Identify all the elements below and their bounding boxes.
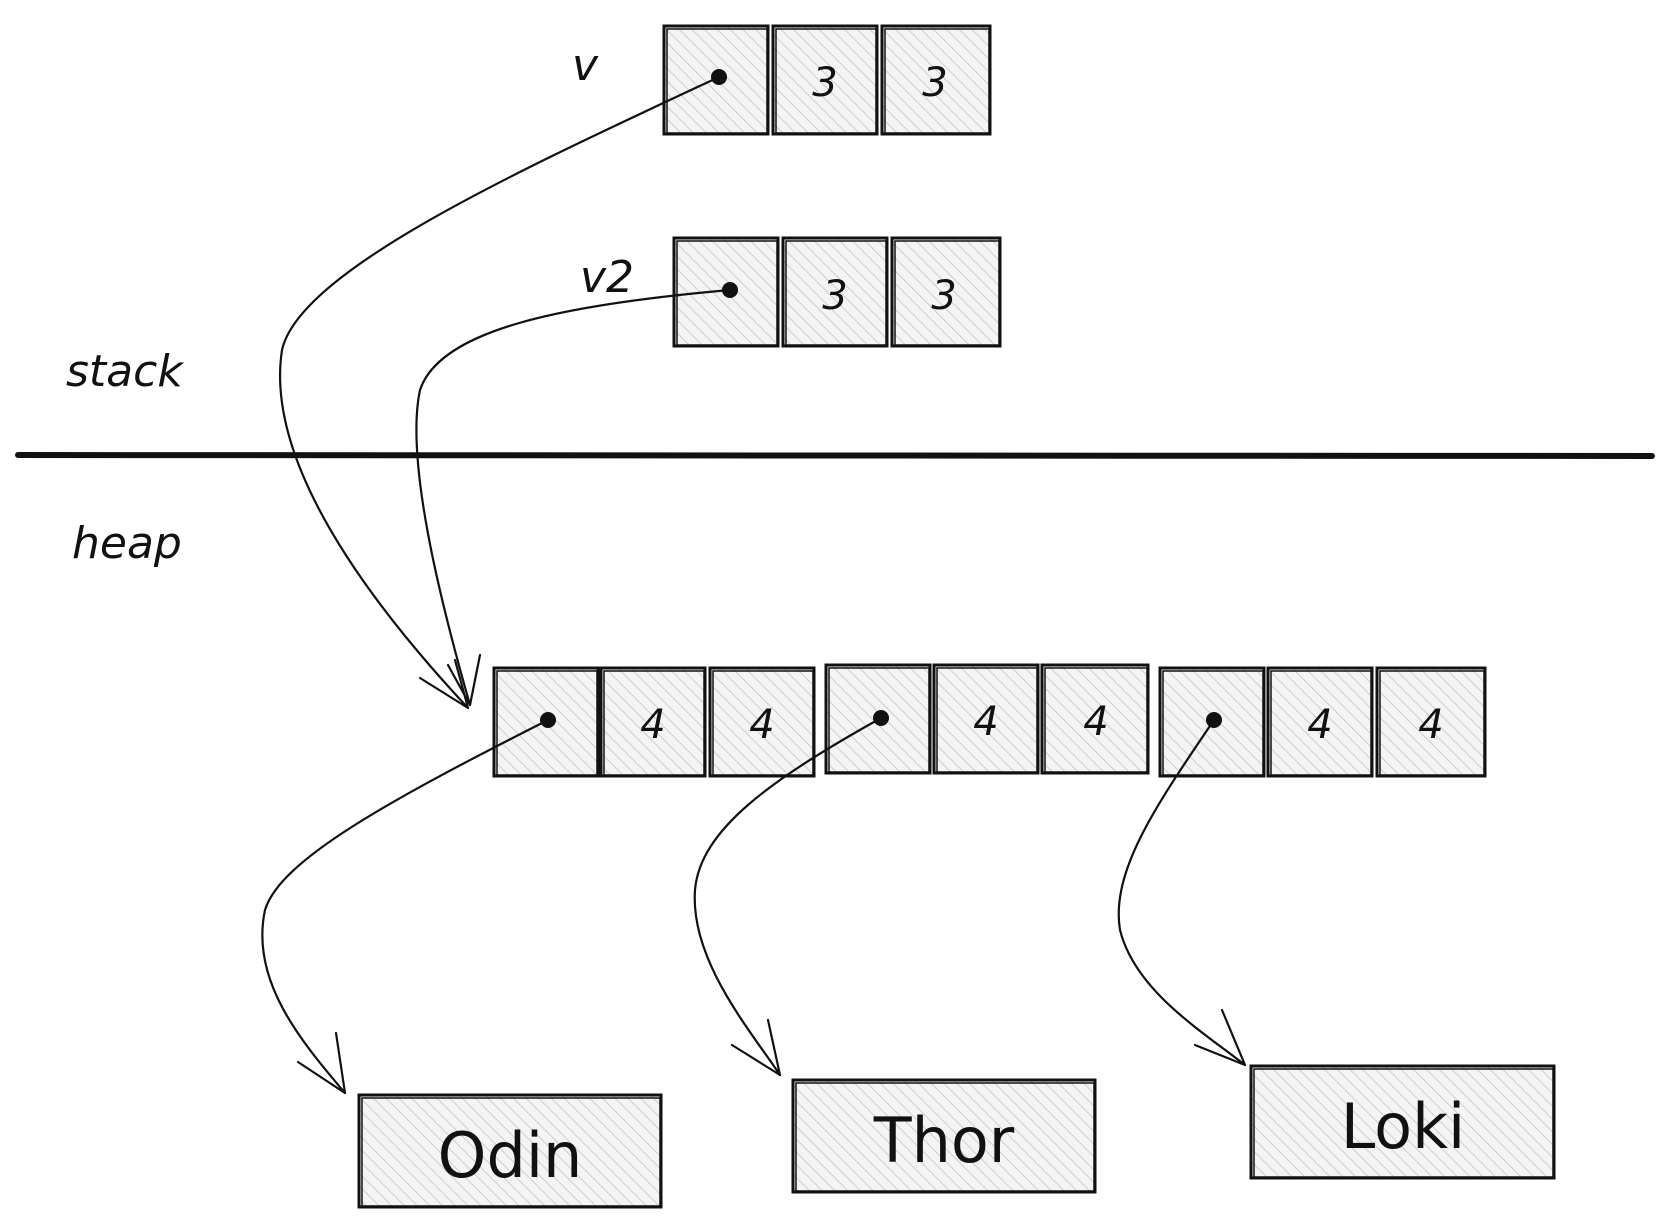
label-stack: stack bbox=[66, 346, 184, 397]
cell-value: 4 bbox=[1307, 702, 1332, 748]
heap-cell-7: 4 bbox=[1266, 666, 1374, 778]
string-box-thor: Thor bbox=[791, 1078, 1097, 1194]
cell-value: 3 bbox=[931, 273, 956, 319]
string-box-odin: Odin bbox=[357, 1093, 663, 1209]
string-box-loki: Loki bbox=[1249, 1064, 1556, 1180]
vector-v-cell-pointer bbox=[662, 24, 770, 136]
vector-v2: 3 3 bbox=[672, 236, 1002, 348]
arrow-v-to-heap bbox=[278, 75, 721, 710]
heap-cell-8: 4 bbox=[1375, 666, 1487, 778]
heap-cell-5: 4 bbox=[1040, 663, 1150, 775]
arrow-thor bbox=[693, 716, 883, 1077]
heap-vector: 4 4 4 4 4 bbox=[492, 663, 1487, 778]
heap-cell-4: 4 bbox=[932, 663, 1040, 775]
label-v: v bbox=[572, 40, 599, 91]
string-text: Loki bbox=[1341, 1090, 1466, 1163]
label-v2: v2 bbox=[580, 252, 634, 303]
arrow-odin bbox=[261, 718, 550, 1095]
vector-v-cell-len: 3 bbox=[771, 24, 879, 136]
cell-value: 3 bbox=[812, 60, 837, 106]
cell-value: 4 bbox=[1083, 699, 1108, 745]
string-text: Odin bbox=[438, 1119, 583, 1192]
heap-cell-1: 4 bbox=[599, 666, 707, 778]
string-text: Thor bbox=[873, 1104, 1015, 1177]
vector-v2-cell-pointer bbox=[672, 236, 780, 348]
cell-value: 4 bbox=[1418, 702, 1443, 748]
vector-v: 3 3 bbox=[662, 24, 992, 136]
cell-value: 4 bbox=[640, 702, 665, 748]
cell-value: 4 bbox=[973, 699, 998, 745]
cell-value: 3 bbox=[922, 60, 947, 106]
vector-v2-cell-cap: 3 bbox=[890, 236, 1002, 348]
cell-value: 3 bbox=[822, 273, 847, 319]
label-heap: heap bbox=[72, 518, 182, 569]
stack-heap-divider bbox=[15, 452, 1655, 459]
heap-cell-2: 4 bbox=[708, 666, 816, 778]
arrow-v2-to-heap bbox=[415, 288, 732, 707]
arrow-loki bbox=[1117, 718, 1247, 1067]
vector-v-cell-cap: 3 bbox=[880, 24, 992, 136]
cell-value: 4 bbox=[749, 702, 774, 748]
vector-v2-cell-len: 3 bbox=[781, 236, 889, 348]
